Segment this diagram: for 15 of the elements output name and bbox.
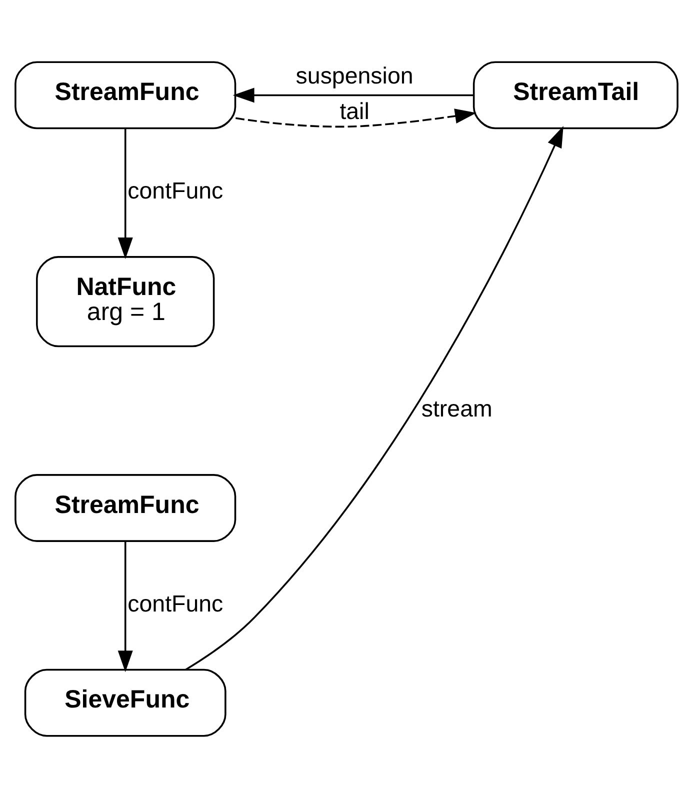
node-box: StreamTail xyxy=(472,61,678,130)
arrow xyxy=(232,88,474,103)
arrow xyxy=(235,108,476,128)
node-box: StreamFunc xyxy=(14,61,236,130)
arrow xyxy=(118,541,133,672)
arrow xyxy=(185,126,564,670)
edge-label: contFunc xyxy=(128,590,224,616)
arrow xyxy=(118,128,133,259)
edge-label: suspension xyxy=(296,62,414,88)
node-box: NatFunc arg = 1 xyxy=(36,256,215,348)
edge-label: contFunc xyxy=(128,178,224,204)
node-box: StreamFunc xyxy=(14,474,236,542)
edge-label: tail xyxy=(340,98,370,124)
node-box: SieveFunc xyxy=(24,668,226,737)
edge-label: stream xyxy=(421,396,492,422)
